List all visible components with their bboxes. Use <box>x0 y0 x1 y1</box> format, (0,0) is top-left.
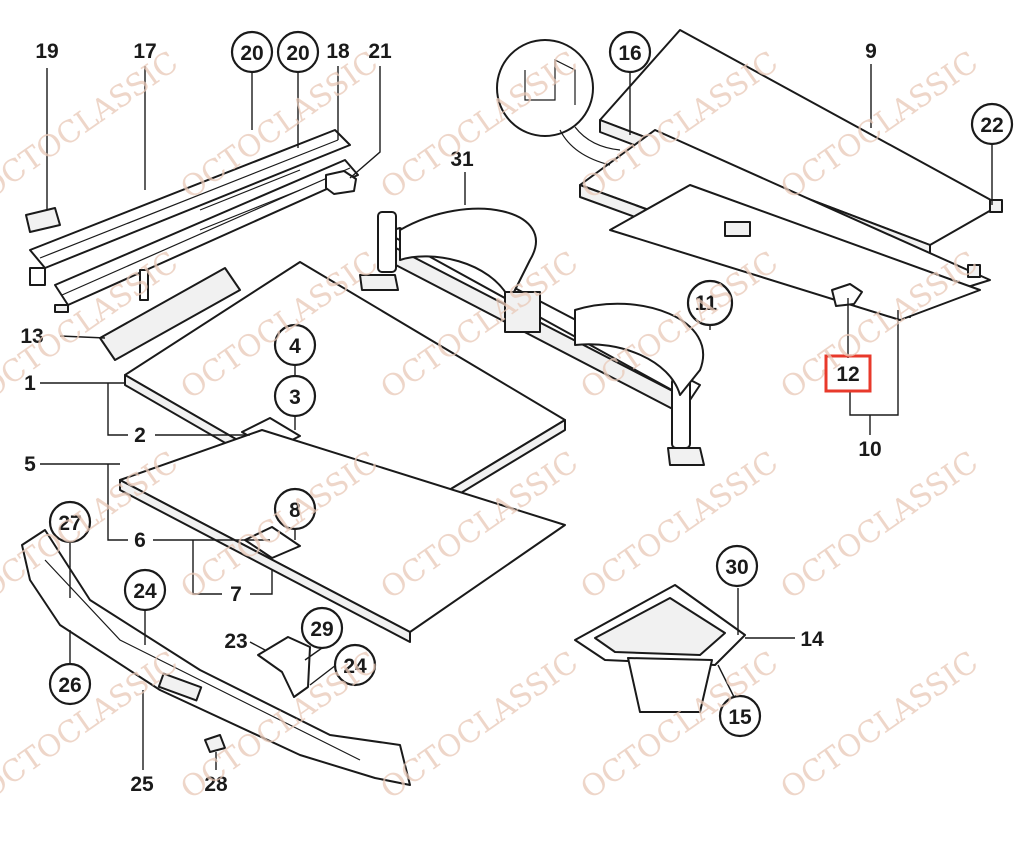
watermark-text: OCTOCLASSIC <box>0 645 185 807</box>
callout-6: 6 <box>134 529 146 552</box>
shelf-plates <box>579 29 1003 321</box>
callout-11: 11 <box>695 292 718 315</box>
callout-28: 28 <box>204 773 228 796</box>
callout-29: 29 <box>310 618 333 641</box>
cross-bar-31 <box>359 207 705 466</box>
watermark-text: OCTOCLASSIC <box>775 445 985 607</box>
watermark-text: OCTOCLASSIC <box>575 445 785 607</box>
callout-5: 5 <box>24 453 36 476</box>
callout-27: 27 <box>58 512 81 535</box>
callout-2: 2 <box>134 424 146 447</box>
bracket-23 <box>257 636 311 698</box>
callout-18: 18 <box>326 40 350 63</box>
callout-24a: 24 <box>133 580 157 603</box>
callout-8: 8 <box>289 499 301 522</box>
callout-25: 25 <box>130 773 154 796</box>
detail-inset <box>496 39 621 166</box>
clip-19 <box>25 207 61 233</box>
callout-20b: 20 <box>286 42 309 65</box>
storage-bin <box>574 584 746 713</box>
callout-22: 22 <box>980 114 1003 137</box>
callout-12: 12 <box>836 363 859 386</box>
callout-3: 3 <box>289 386 301 409</box>
callout-26: 26 <box>58 674 81 697</box>
clip-21 <box>325 170 357 195</box>
callout-9: 9 <box>865 40 877 63</box>
clip-28 <box>204 734 226 753</box>
callout-7: 7 <box>230 583 242 606</box>
callout-20a: 20 <box>240 42 263 65</box>
callout-14: 14 <box>800 628 824 651</box>
callout-19: 19 <box>35 40 58 63</box>
callout-21: 21 <box>368 40 392 63</box>
callout-12-highlight <box>824 354 872 393</box>
trim-strip-13 <box>99 267 241 361</box>
callout-1: 1 <box>24 372 36 395</box>
side-rails <box>29 129 359 313</box>
callout-16: 16 <box>618 42 641 65</box>
watermark-text: OCTOCLASSIC <box>0 45 185 207</box>
callout-24b: 24 <box>343 655 367 678</box>
callout-23: 23 <box>224 630 247 653</box>
watermark-text: OCTOCLASSIC <box>375 645 585 807</box>
callouts: 19 17 20 20 18 21 31 16 9 22 11 12 10 13… <box>20 30 1014 796</box>
bumper-trim-25 <box>21 529 411 786</box>
callout-13: 13 <box>20 325 43 348</box>
watermark-text: OCTOCLASSIC <box>775 645 985 807</box>
callout-15: 15 <box>728 706 752 729</box>
callout-31: 31 <box>450 148 474 171</box>
callout-30: 30 <box>725 556 748 579</box>
callout-10: 10 <box>858 438 881 461</box>
callout-17: 17 <box>133 40 156 63</box>
callout-4: 4 <box>289 335 301 358</box>
